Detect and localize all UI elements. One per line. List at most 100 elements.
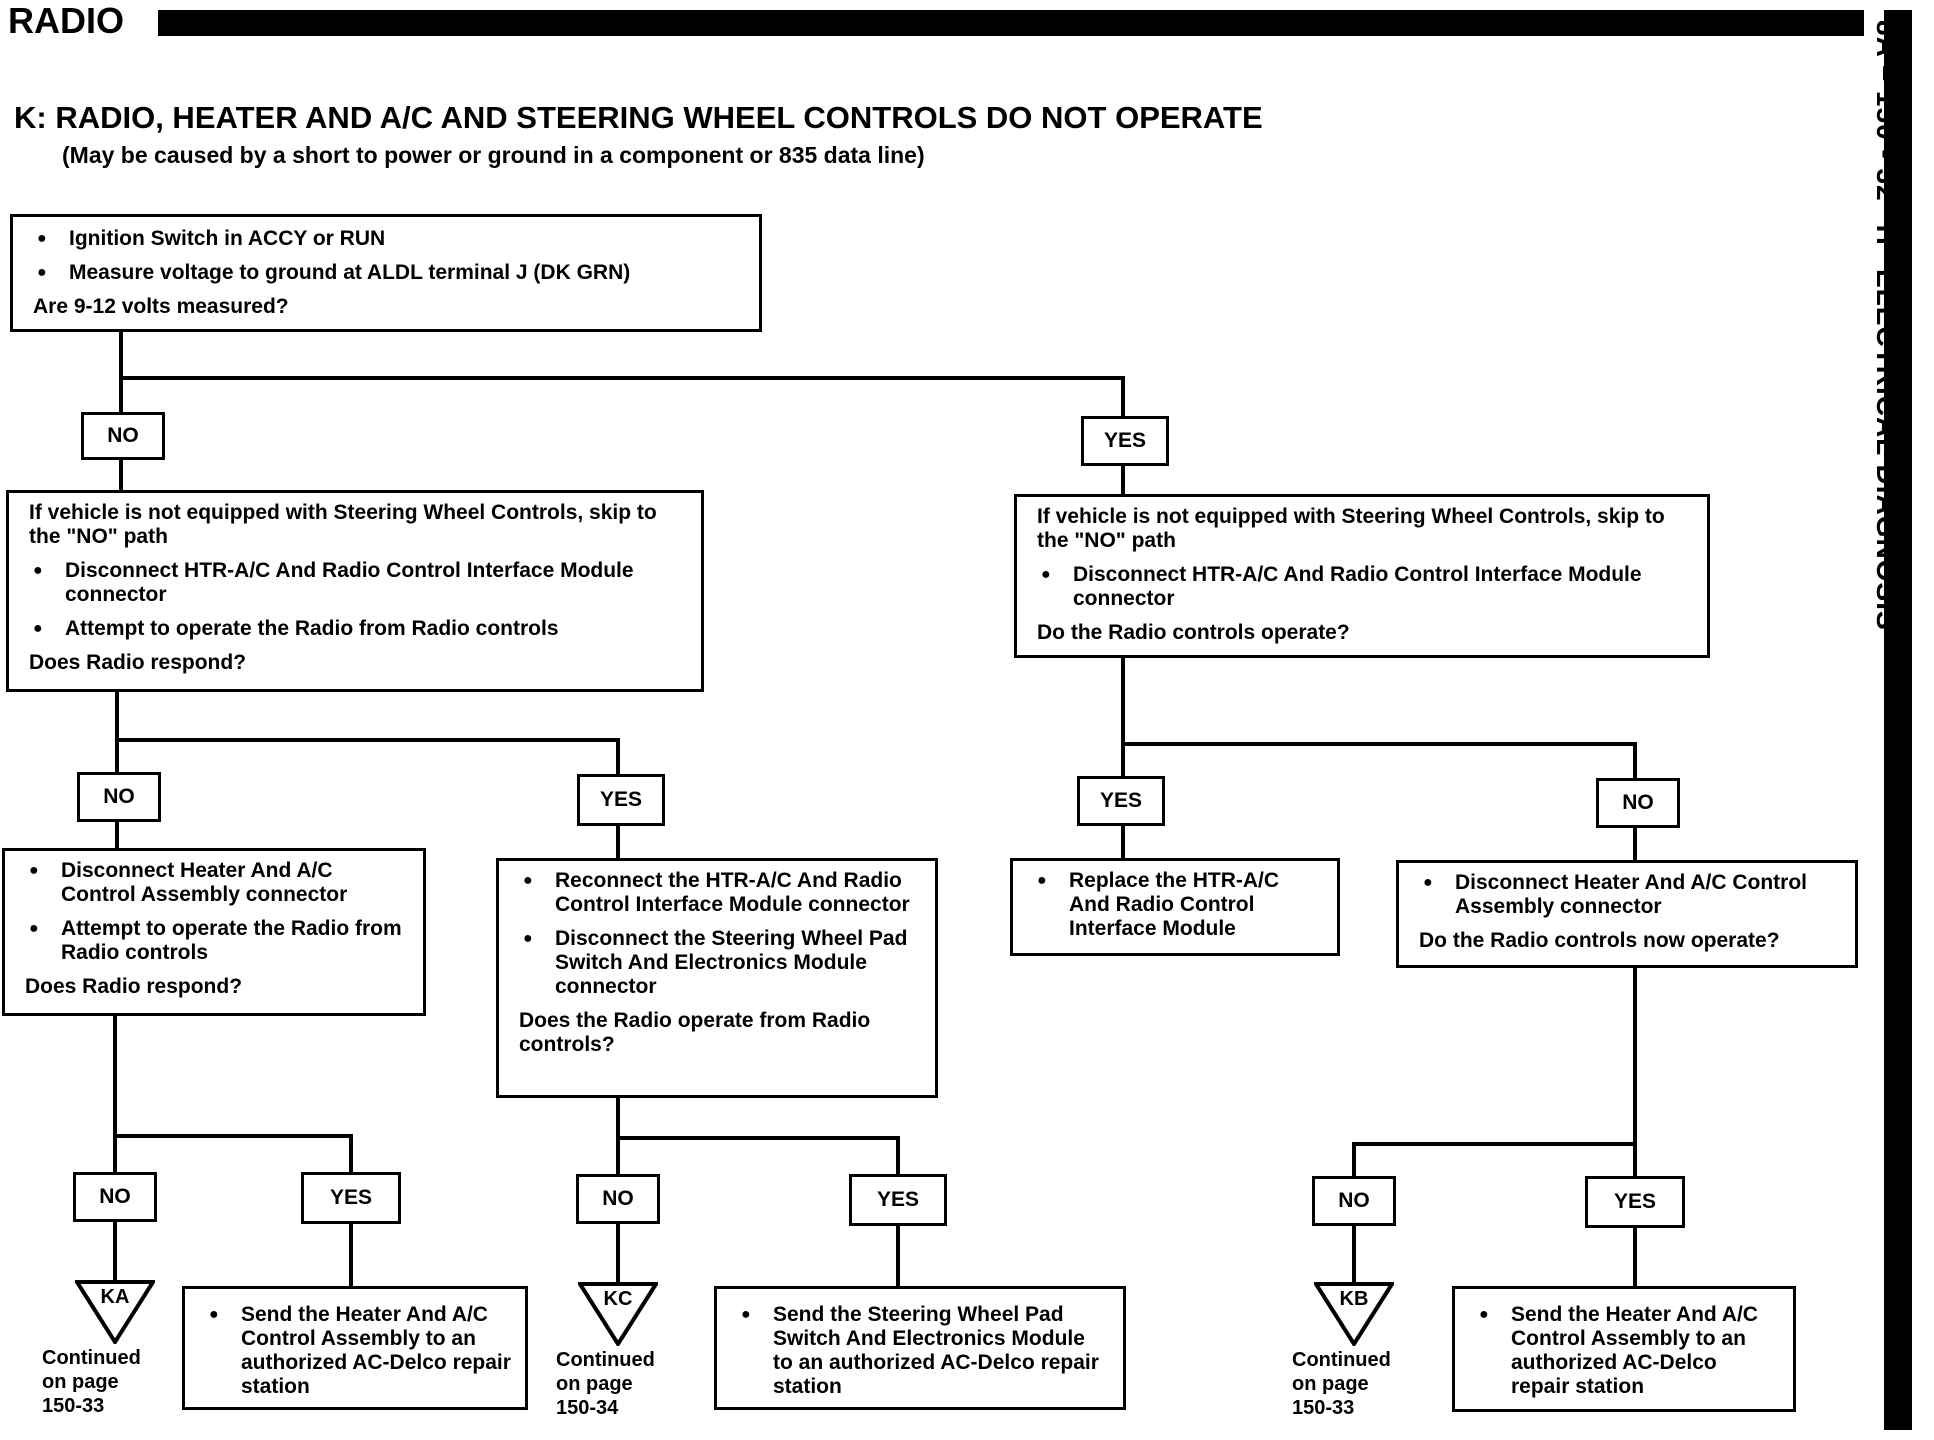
step-item: Disconnect the Steering Wheel Pad Switch… [519,927,921,999]
step-item: Send the Steering Wheel Pad Switch And E… [737,1303,1109,1399]
continuation-text: on page [556,1373,633,1395]
step-disconnect-interface-module: If vehicle is not equipped with Steering… [6,490,704,692]
diagram-title: K: RADIO, HEATER AND A/C AND STEERING WH… [14,100,1263,135]
branch-label-yes: YES [1081,416,1169,466]
branch-label-no: NO [1312,1176,1396,1226]
connector-line [119,456,123,494]
step-item: Reconnect the HTR-A/C And Radio Control … [519,869,921,917]
continuation-marker-kb: KB [1314,1282,1394,1346]
connector-line [113,1014,117,1138]
connector-line [1121,742,1125,778]
connector-line [616,1136,900,1140]
step-replace-interface-module: Replace the HTR-A/C And Radio Control In… [1010,858,1340,956]
continuation-note: Continued on page 150-33 [1292,1348,1391,1420]
branch-label-yes: YES [849,1174,947,1226]
step-send-heater-ac-assembly-2: Send the Heater And A/C Control Assembly… [1452,1286,1796,1412]
connector-line [616,824,620,860]
step-question: Does the Radio operate from Radio contro… [519,1009,871,1056]
continuation-note: Continued on page 150-33 [42,1346,141,1418]
continuation-code: KC [603,1288,633,1310]
connector-line [119,376,1125,380]
step-disconnect-steering-wheel-module: Reconnect the HTR-A/C And Radio Control … [496,858,938,1098]
step-note: If vehicle is not equipped with Steering… [1037,505,1665,552]
connector-line [616,1096,620,1140]
connector-line [1352,1142,1637,1146]
connector-line [896,1136,900,1176]
connector-line [616,1222,620,1284]
connector-line [113,1220,117,1282]
connector-line [1121,824,1125,860]
diagram-subtitle: (May be caused by a short to power or gr… [62,142,925,168]
continuation-text: Continued [556,1349,655,1371]
step-item: Send the Heater And A/C Control Assembly… [205,1303,511,1399]
continuation-text: on page [1292,1373,1369,1395]
continuation-text: Continued [1292,1349,1391,1371]
step-question: Do the Radio controls now operate? [1419,929,1780,952]
branch-label-yes: YES [577,774,665,826]
step-item: Attempt to operate the Radio from Radio … [25,917,409,965]
connector-line [616,738,620,776]
continuation-code: KB [1339,1288,1369,1310]
step-item: Replace the HTR-A/C And Radio Control In… [1033,869,1323,941]
continuation-text: 150-34 [556,1397,619,1419]
branch-label-no: NO [576,1174,660,1224]
connector-line [1633,1226,1637,1290]
continuation-text: 150-33 [42,1395,105,1417]
connector-line [119,376,123,412]
step-check-ignition-voltage: Ignition Switch in ACCY or RUN Measure v… [10,214,762,332]
connector-line [119,330,123,380]
step-question: Do the Radio controls operate? [1037,621,1350,644]
step-item: Disconnect Heater And A/C Control Assemb… [25,859,409,907]
connector-line [1121,742,1637,746]
step-item: Disconnect Heater And A/C Control Assemb… [1419,871,1841,919]
connector-line [616,1136,620,1176]
step-item: Measure voltage to ground at ALDL termin… [33,261,745,285]
branch-label-no: NO [77,772,161,822]
connector-line [896,1224,900,1290]
continuation-code: KA [100,1286,130,1308]
branch-label-no: NO [81,412,165,460]
step-item: Send the Heater And A/C Control Assembly… [1475,1303,1779,1399]
step-question: Does Radio respond? [29,651,247,674]
connector-line [1121,656,1125,746]
step-check-radio-controls: If vehicle is not equipped with Steering… [1014,494,1710,658]
step-item: Disconnect HTR-A/C And Radio Control Int… [1037,563,1693,611]
connector-line [349,1134,353,1174]
connector-line [1121,464,1125,498]
connector-line [113,1134,353,1138]
connector-line [1633,742,1637,780]
step-disconnect-heater-ac-assembly-2: Disconnect Heater And A/C Control Assemb… [1396,860,1858,968]
connector-line [115,690,119,740]
connector-line [113,1134,117,1174]
branch-label-yes: YES [1077,776,1165,826]
continuation-note: Continued on page 150-34 [556,1348,655,1420]
side-strip [1884,10,1912,1430]
connector-line [115,738,119,774]
page-reference: 8A – 150 - 32 "H" ELECTRICAL DIAGNOSIS [1871,20,1902,631]
continuation-text: on page [42,1371,119,1393]
step-note: If vehicle is not equipped with Steering… [29,501,657,548]
continuation-text: 150-33 [1292,1397,1355,1419]
branch-label-no: NO [73,1172,157,1222]
branch-label-no: NO [1596,778,1680,828]
connector-line [1633,966,1637,1146]
step-send-heater-ac-assembly: Send the Heater And A/C Control Assembly… [182,1286,528,1410]
branch-label-yes: YES [301,1172,401,1224]
connector-line [1352,1224,1356,1284]
connector-line [1121,376,1125,416]
step-item: Ignition Switch in ACCY or RUN [33,227,745,251]
step-disconnect-heater-ac-assembly: Disconnect Heater And A/C Control Assemb… [2,848,426,1016]
step-item: Attempt to operate the Radio from Radio … [29,617,687,641]
connector-line [1633,1142,1637,1178]
connector-line [1633,826,1637,862]
connector-line [1352,1142,1356,1178]
branch-label-yes: YES [1585,1176,1685,1228]
header-bar [158,10,1864,36]
continuation-marker-kc: KC [578,1282,658,1346]
continuation-text: Continued [42,1347,141,1369]
step-send-steering-wheel-module: Send the Steering Wheel Pad Switch And E… [714,1286,1126,1410]
section-title: RADIO [8,0,124,41]
connector-line [115,738,620,742]
continuation-marker-ka: KA [75,1280,155,1344]
step-question: Does Radio respond? [25,975,243,998]
